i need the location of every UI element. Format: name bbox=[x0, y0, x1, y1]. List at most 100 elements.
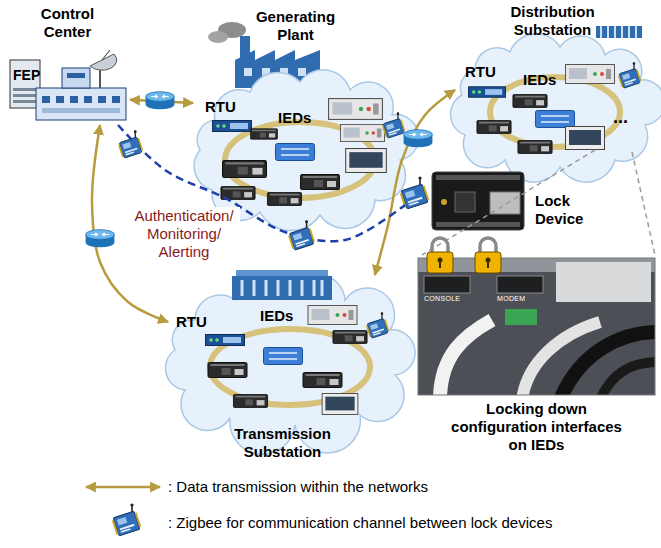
legend-entry: : Zigbee for communication channel betwe… bbox=[168, 514, 552, 532]
device-label: RTU bbox=[465, 63, 505, 81]
text-slot: RTU bbox=[465, 63, 505, 81]
distribution-substation-cloud bbox=[566, 127, 605, 150]
device-label: IEDs bbox=[260, 307, 310, 325]
port-label: MODEM bbox=[497, 295, 545, 303]
device-label: FEP bbox=[13, 67, 45, 84]
control-center-building bbox=[13, 100, 37, 103]
text-slot: Transmission Substation bbox=[220, 425, 345, 461]
padlock bbox=[475, 238, 501, 273]
lock-device-board bbox=[436, 175, 520, 180]
control-center-building bbox=[90, 54, 117, 70]
distribution-substation-cloud bbox=[536, 111, 575, 128]
distribution-substation-cloud bbox=[518, 140, 552, 153]
generating-plant-cloud bbox=[276, 144, 315, 161]
generating-plant-factory bbox=[244, 68, 252, 76]
node-title: Generating Plant bbox=[243, 8, 348, 44]
generating-plant-factory bbox=[208, 31, 228, 43]
photo-caption: Locking down configuration interfaces on… bbox=[444, 400, 629, 454]
control-center-building bbox=[10, 50, 126, 120]
distribution-substation-cloud bbox=[596, 26, 642, 38]
ied-interface-photo bbox=[418, 258, 660, 400]
text-slot: ... bbox=[613, 107, 643, 129]
control-center-building bbox=[70, 96, 78, 103]
router-icon bbox=[146, 92, 175, 110]
generating-plant-cloud bbox=[381, 112, 405, 138]
ied-interface-photo bbox=[418, 258, 655, 395]
text-slot: IEDs bbox=[278, 109, 328, 127]
legend-text: : Data transmission within the networks bbox=[168, 478, 428, 496]
node-title: Transmission Substation bbox=[220, 425, 345, 461]
transmission-substation-cloud bbox=[206, 335, 245, 346]
transmission-substation-cloud bbox=[242, 280, 322, 296]
transmission-substation-cloud bbox=[264, 348, 303, 365]
node-title: Control Center bbox=[25, 5, 110, 41]
transmission-substation: Transmission Substation RTU IEDs bbox=[168, 275, 403, 465]
ied-interface-photo bbox=[556, 262, 651, 302]
edge-label: Authentication/ Monitoring/ Alerting bbox=[128, 207, 240, 261]
generating-plant-cloud bbox=[301, 175, 340, 190]
ied-interface-photo bbox=[560, 332, 655, 395]
legend-sample bbox=[86, 487, 160, 537]
distribution-substation-cloud bbox=[513, 94, 547, 107]
zoom-leader-line bbox=[632, 152, 655, 255]
zoom-leader-line bbox=[422, 150, 655, 255]
transmission-substation-cloud bbox=[322, 393, 358, 414]
transmission-substation-cloud bbox=[365, 312, 389, 338]
text-slot: RTU bbox=[205, 98, 245, 116]
ellipsis-mark: ... bbox=[613, 107, 643, 129]
node-title: Lock Device bbox=[535, 192, 600, 228]
padlock bbox=[475, 252, 501, 273]
padlock bbox=[427, 252, 453, 273]
port-label: CONSOLE bbox=[424, 295, 472, 303]
control-center-building bbox=[42, 108, 120, 113]
transmission-substation-cloud bbox=[236, 270, 328, 276]
device-label: IEDs bbox=[523, 71, 573, 89]
generating-plant-cloud bbox=[340, 124, 384, 141]
device-label: RTU bbox=[205, 98, 245, 116]
distribution-substation: Distribution SubstationRTU IEDs... bbox=[455, 3, 650, 168]
control-center-building bbox=[36, 88, 126, 120]
lock-device-board bbox=[436, 222, 520, 227]
control-center-building bbox=[112, 96, 120, 103]
padlock bbox=[439, 261, 441, 268]
ied-interface-photo bbox=[600, 362, 655, 395]
transmission-substation-cloud bbox=[333, 330, 367, 343]
distribution-substation-cloud bbox=[601, 26, 636, 38]
text-slot: Lock Device bbox=[535, 192, 600, 228]
generating-plant-cloud bbox=[250, 129, 277, 140]
lock-device-board bbox=[455, 192, 475, 212]
control-center: Control CenterFEP bbox=[5, 5, 130, 125]
text-slot: Control Center bbox=[25, 5, 110, 41]
text-slot: Authentication/ Monitoring/ Alerting bbox=[128, 207, 240, 261]
distribution-substation-cloud bbox=[477, 120, 511, 133]
node-title: Distribution Substation bbox=[495, 3, 610, 39]
legend-sample bbox=[111, 503, 142, 536]
ied-interface-photo bbox=[505, 309, 537, 325]
transmission-substation-cloud bbox=[233, 394, 267, 407]
text-slot: MODEM bbox=[497, 295, 545, 303]
text-slot: Distribution Substation bbox=[495, 3, 610, 39]
control-center-building bbox=[67, 73, 85, 78]
text-slot: Generating Plant bbox=[243, 8, 348, 44]
transmission-substation-cloud bbox=[308, 306, 357, 325]
data-link-arrow bbox=[375, 90, 455, 275]
photo-panel: Locking down configuration interfaces on… bbox=[415, 236, 658, 462]
legend-entry: : Data transmission within the networks bbox=[168, 478, 428, 496]
text-slot: IEDs bbox=[523, 71, 573, 89]
text-slot: RTU bbox=[176, 313, 216, 331]
generating-plant-cloud bbox=[213, 121, 252, 132]
connector-group bbox=[92, 90, 455, 322]
control-center-building bbox=[56, 96, 64, 103]
router-icon bbox=[86, 230, 115, 248]
transmission-substation-cloud bbox=[303, 373, 342, 388]
distribution-substation-cloud bbox=[468, 87, 505, 97]
router-icon bbox=[404, 130, 433, 148]
text-slot: CONSOLE bbox=[424, 295, 472, 303]
distribution-substation-cloud bbox=[617, 62, 641, 88]
ied-interface-photo bbox=[418, 258, 655, 395]
generating-plant-cloud bbox=[346, 149, 387, 173]
